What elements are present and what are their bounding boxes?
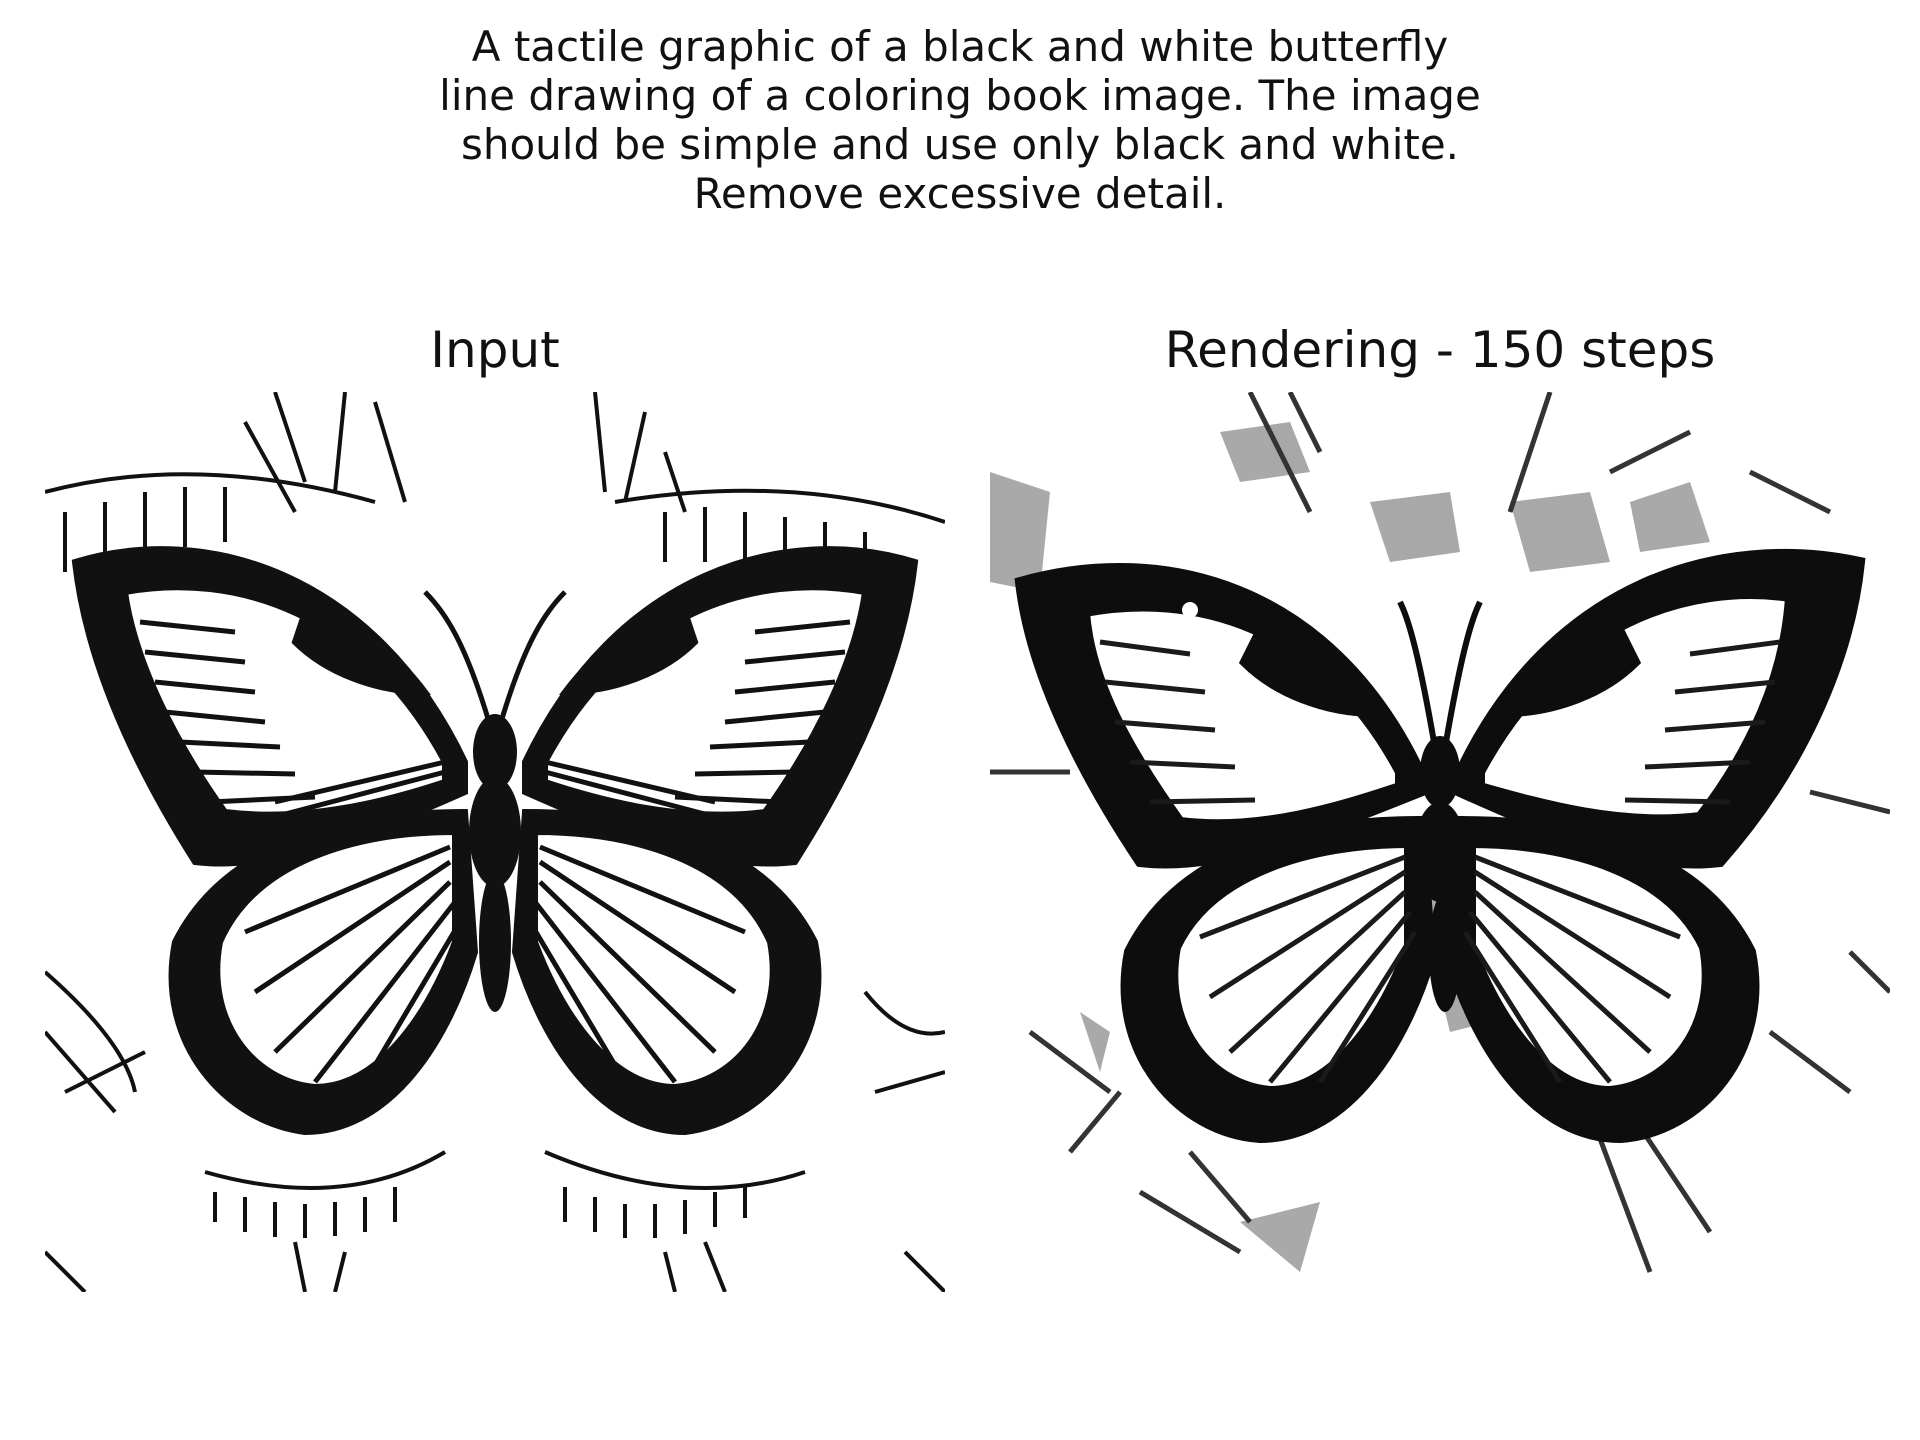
caption-line-4: Remove excessive detail. xyxy=(693,169,1227,218)
input-title: Input xyxy=(430,321,560,379)
caption-line-2: line drawing of a coloring book image. T… xyxy=(439,71,1481,120)
rendering-title: Rendering - 150 steps xyxy=(1164,321,1716,379)
wing-spot xyxy=(1182,602,1198,618)
input-image xyxy=(45,392,945,1292)
wing-spot xyxy=(207,602,223,618)
rendering-image xyxy=(990,392,1890,1292)
butterfly-body xyxy=(423,590,567,1012)
caption-line-3: should be simple and use only black and … xyxy=(460,120,1460,169)
rendered-butterfly-drawing xyxy=(990,392,1890,1273)
wing-spot xyxy=(767,602,783,618)
prompt-caption: A tactile graphic of a black and white b… xyxy=(0,22,1920,218)
input-butterfly-drawing xyxy=(45,392,945,1292)
caption-line-1: A tactile graphic of a black and white b… xyxy=(471,22,1449,71)
butterfly-body xyxy=(1397,600,1483,1012)
